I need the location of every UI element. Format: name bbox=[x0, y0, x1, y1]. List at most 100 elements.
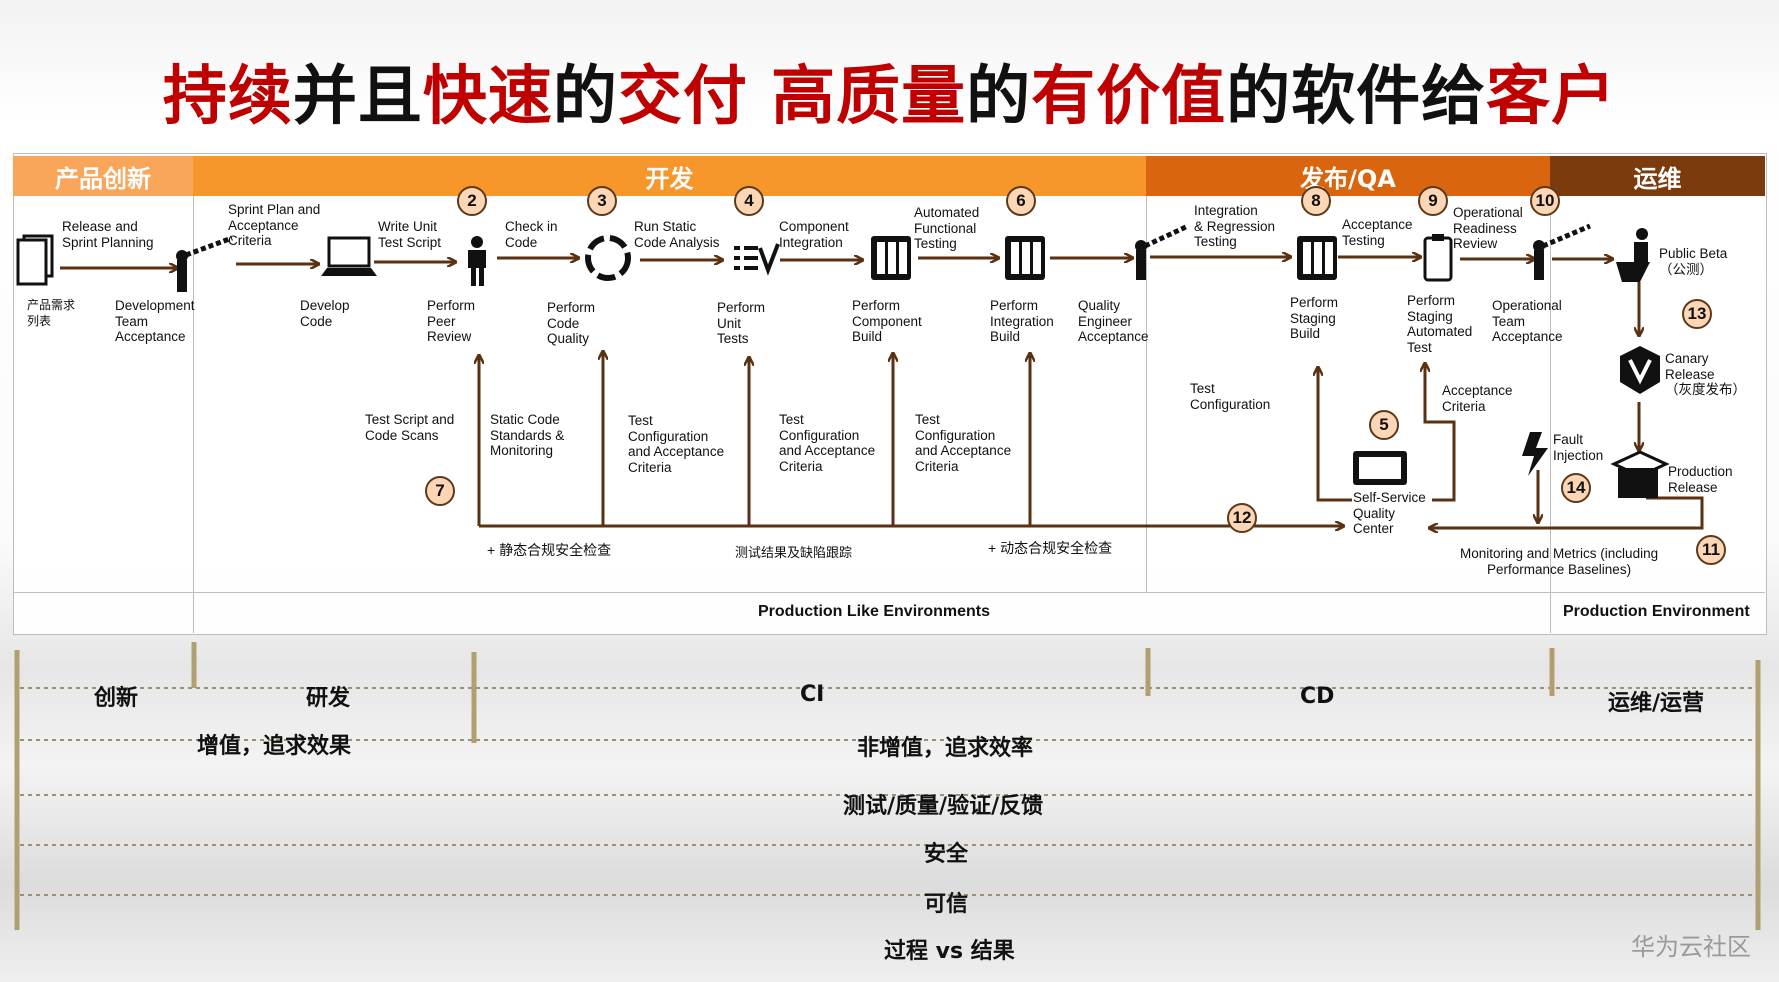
step-code-quality: Perform Code Quality bbox=[547, 300, 596, 346]
title-part: 的软件给 bbox=[1226, 60, 1487, 134]
row-trust: 可信 bbox=[924, 892, 969, 917]
env-production: Production Environment bbox=[1563, 603, 1750, 620]
step-test-config-1: Test Configuration and Acceptance Criter… bbox=[628, 413, 725, 475]
step-test-config-3: Test Configuration and Acceptance Criter… bbox=[915, 412, 1012, 474]
step-number-badge: 4 bbox=[734, 186, 764, 216]
step-op-team-acceptance: Operational Team Acceptance bbox=[1492, 298, 1563, 344]
feedback-arrow bbox=[1318, 368, 1352, 502]
step-number-badge: 12 bbox=[1227, 503, 1257, 533]
server-build-icon bbox=[871, 236, 911, 280]
diagram-frame bbox=[13, 153, 1767, 635]
gate-icon bbox=[1135, 223, 1190, 280]
step-number-badge: 6 bbox=[1006, 186, 1036, 216]
laptop-icon bbox=[321, 236, 377, 276]
row-security: 安全 bbox=[924, 842, 969, 867]
step-number-badge: 14 bbox=[1561, 473, 1591, 503]
step-check-in: Check in Code bbox=[505, 219, 558, 250]
checklist-icon bbox=[734, 243, 780, 276]
step-component-build: Perform Component Build bbox=[852, 298, 922, 344]
phase-innovation-header: 产品创新 bbox=[13, 156, 193, 196]
title-part: 持续 bbox=[162, 60, 293, 134]
step-number-badge: 13 bbox=[1682, 299, 1712, 329]
reviewer-icon bbox=[468, 236, 486, 286]
note-test-results: 测试结果及缺陷跟踪 bbox=[735, 545, 853, 560]
title-part: 客户 bbox=[1486, 60, 1617, 134]
step-acceptance-testing: Acceptance Testing bbox=[1342, 217, 1413, 248]
step-number-badge: 5 bbox=[1369, 410, 1399, 440]
lightning-icon bbox=[1522, 432, 1548, 476]
phase-ops-header: 运维 bbox=[1550, 156, 1765, 196]
step-static-standards: Static Code Standards & Monitoring bbox=[490, 412, 565, 458]
step-canary: Canary Release （灰度发布） bbox=[1665, 351, 1746, 397]
gate-icon bbox=[1533, 223, 1591, 280]
step-test-script-scans: Test Script and Code Scans bbox=[365, 412, 455, 443]
row-test-quality: 测试/质量/验证/反馈 bbox=[843, 794, 1044, 819]
title-part: 有价值 bbox=[1031, 60, 1227, 134]
step-integration-regression: Integration & Regression Testing bbox=[1194, 203, 1276, 249]
note-static-security: + 静态合规安全检查 bbox=[487, 542, 612, 558]
step-write-unit: Write Unit Test Script bbox=[378, 219, 442, 250]
step-release-planning: Release and Sprint Planning bbox=[62, 219, 154, 250]
title-part: 并且 bbox=[292, 60, 423, 134]
package-icon bbox=[1610, 450, 1670, 498]
step-staging-auto-test: Perform Staging Automated Test bbox=[1407, 293, 1473, 355]
title-part: 交付 bbox=[617, 60, 772, 134]
env-production-like: Production Like Environments bbox=[758, 603, 991, 620]
title-part: 快速 bbox=[422, 60, 553, 134]
title-part: 的 bbox=[552, 60, 618, 134]
value-add: 增值，追求效果 bbox=[197, 734, 352, 759]
step-unit-tests: Perform Unit Tests bbox=[717, 300, 766, 346]
feedback-arrow bbox=[1425, 364, 1456, 502]
step-public-beta: Public Beta （公测） bbox=[1659, 246, 1728, 277]
step-acceptance-criteria: Acceptance Criteria bbox=[1442, 383, 1513, 414]
server-build-icon bbox=[1297, 236, 1337, 280]
step-develop-code: Develop Code bbox=[300, 298, 350, 329]
document-stack-icon bbox=[16, 234, 54, 286]
step-number-badge: 3 bbox=[587, 186, 617, 216]
watermark: 华为云社区 bbox=[1631, 934, 1751, 961]
page-title: 持续并且快速的交付 高质量的有价值的软件给客户 bbox=[0, 45, 1779, 137]
clipboard-icon bbox=[1423, 234, 1453, 282]
timeline bbox=[14, 642, 1761, 930]
operator-icon bbox=[1616, 228, 1650, 282]
note-dynamic-security: + 动态合规安全检查 bbox=[988, 540, 1113, 556]
server-build-icon bbox=[1005, 236, 1045, 280]
monitor-icon bbox=[1353, 451, 1407, 485]
flow-diagram bbox=[16, 223, 1704, 640]
divider bbox=[13, 592, 1765, 593]
step-number-badge: 9 bbox=[1418, 186, 1448, 216]
gate-icon bbox=[176, 235, 233, 292]
stage-innovation: 创新 bbox=[94, 686, 139, 711]
title-part: 的 bbox=[966, 60, 1032, 134]
step-test-configuration: Test Configuration bbox=[1190, 381, 1271, 412]
step-fault-injection: Fault Injection bbox=[1553, 432, 1604, 463]
step-sprint-plan: Sprint Plan and Acceptance Criteria bbox=[228, 202, 321, 248]
divider bbox=[1550, 196, 1551, 633]
non-value-add: 非增值，追求效率 bbox=[857, 736, 1034, 761]
step-number-badge: 7 bbox=[425, 476, 455, 506]
step-number-badge: 10 bbox=[1530, 186, 1560, 216]
step-production-release: Production Release bbox=[1668, 464, 1733, 495]
cycle-icon bbox=[585, 235, 631, 281]
row-process-vs-result: 过程 vs 结果 bbox=[884, 939, 1015, 964]
stage-cd: CD bbox=[1300, 684, 1335, 709]
step-op-readiness: Operational Readiness Review bbox=[1453, 205, 1523, 251]
step-dev-team-acceptance: Development Team Acceptance bbox=[115, 298, 195, 344]
canary-logo-icon bbox=[1620, 346, 1660, 394]
monitoring-arrow bbox=[1430, 496, 1704, 528]
title-part: 高质量 bbox=[771, 60, 967, 134]
divider bbox=[193, 196, 194, 633]
step-staging-build: Perform Staging Build bbox=[1290, 295, 1339, 341]
step-self-service: Self-Service Quality Center bbox=[1353, 490, 1426, 536]
divider bbox=[1146, 196, 1147, 592]
step-number-badge: 11 bbox=[1696, 535, 1726, 565]
step-product-requirements: 产品需求 列表 bbox=[27, 298, 76, 328]
step-number-badge: 2 bbox=[457, 186, 487, 216]
step-static-analysis: Run Static Code Analysis bbox=[634, 219, 720, 250]
step-component-integration: Component Integration bbox=[779, 219, 849, 250]
stage-ops: 运维/运营 bbox=[1608, 691, 1705, 716]
step-peer-review: Perform Peer Review bbox=[427, 298, 476, 344]
phase-release-header: 发布/QA bbox=[1146, 156, 1550, 196]
step-test-config-2: Test Configuration and Acceptance Criter… bbox=[779, 412, 876, 474]
step-number-badge: 8 bbox=[1301, 186, 1331, 216]
